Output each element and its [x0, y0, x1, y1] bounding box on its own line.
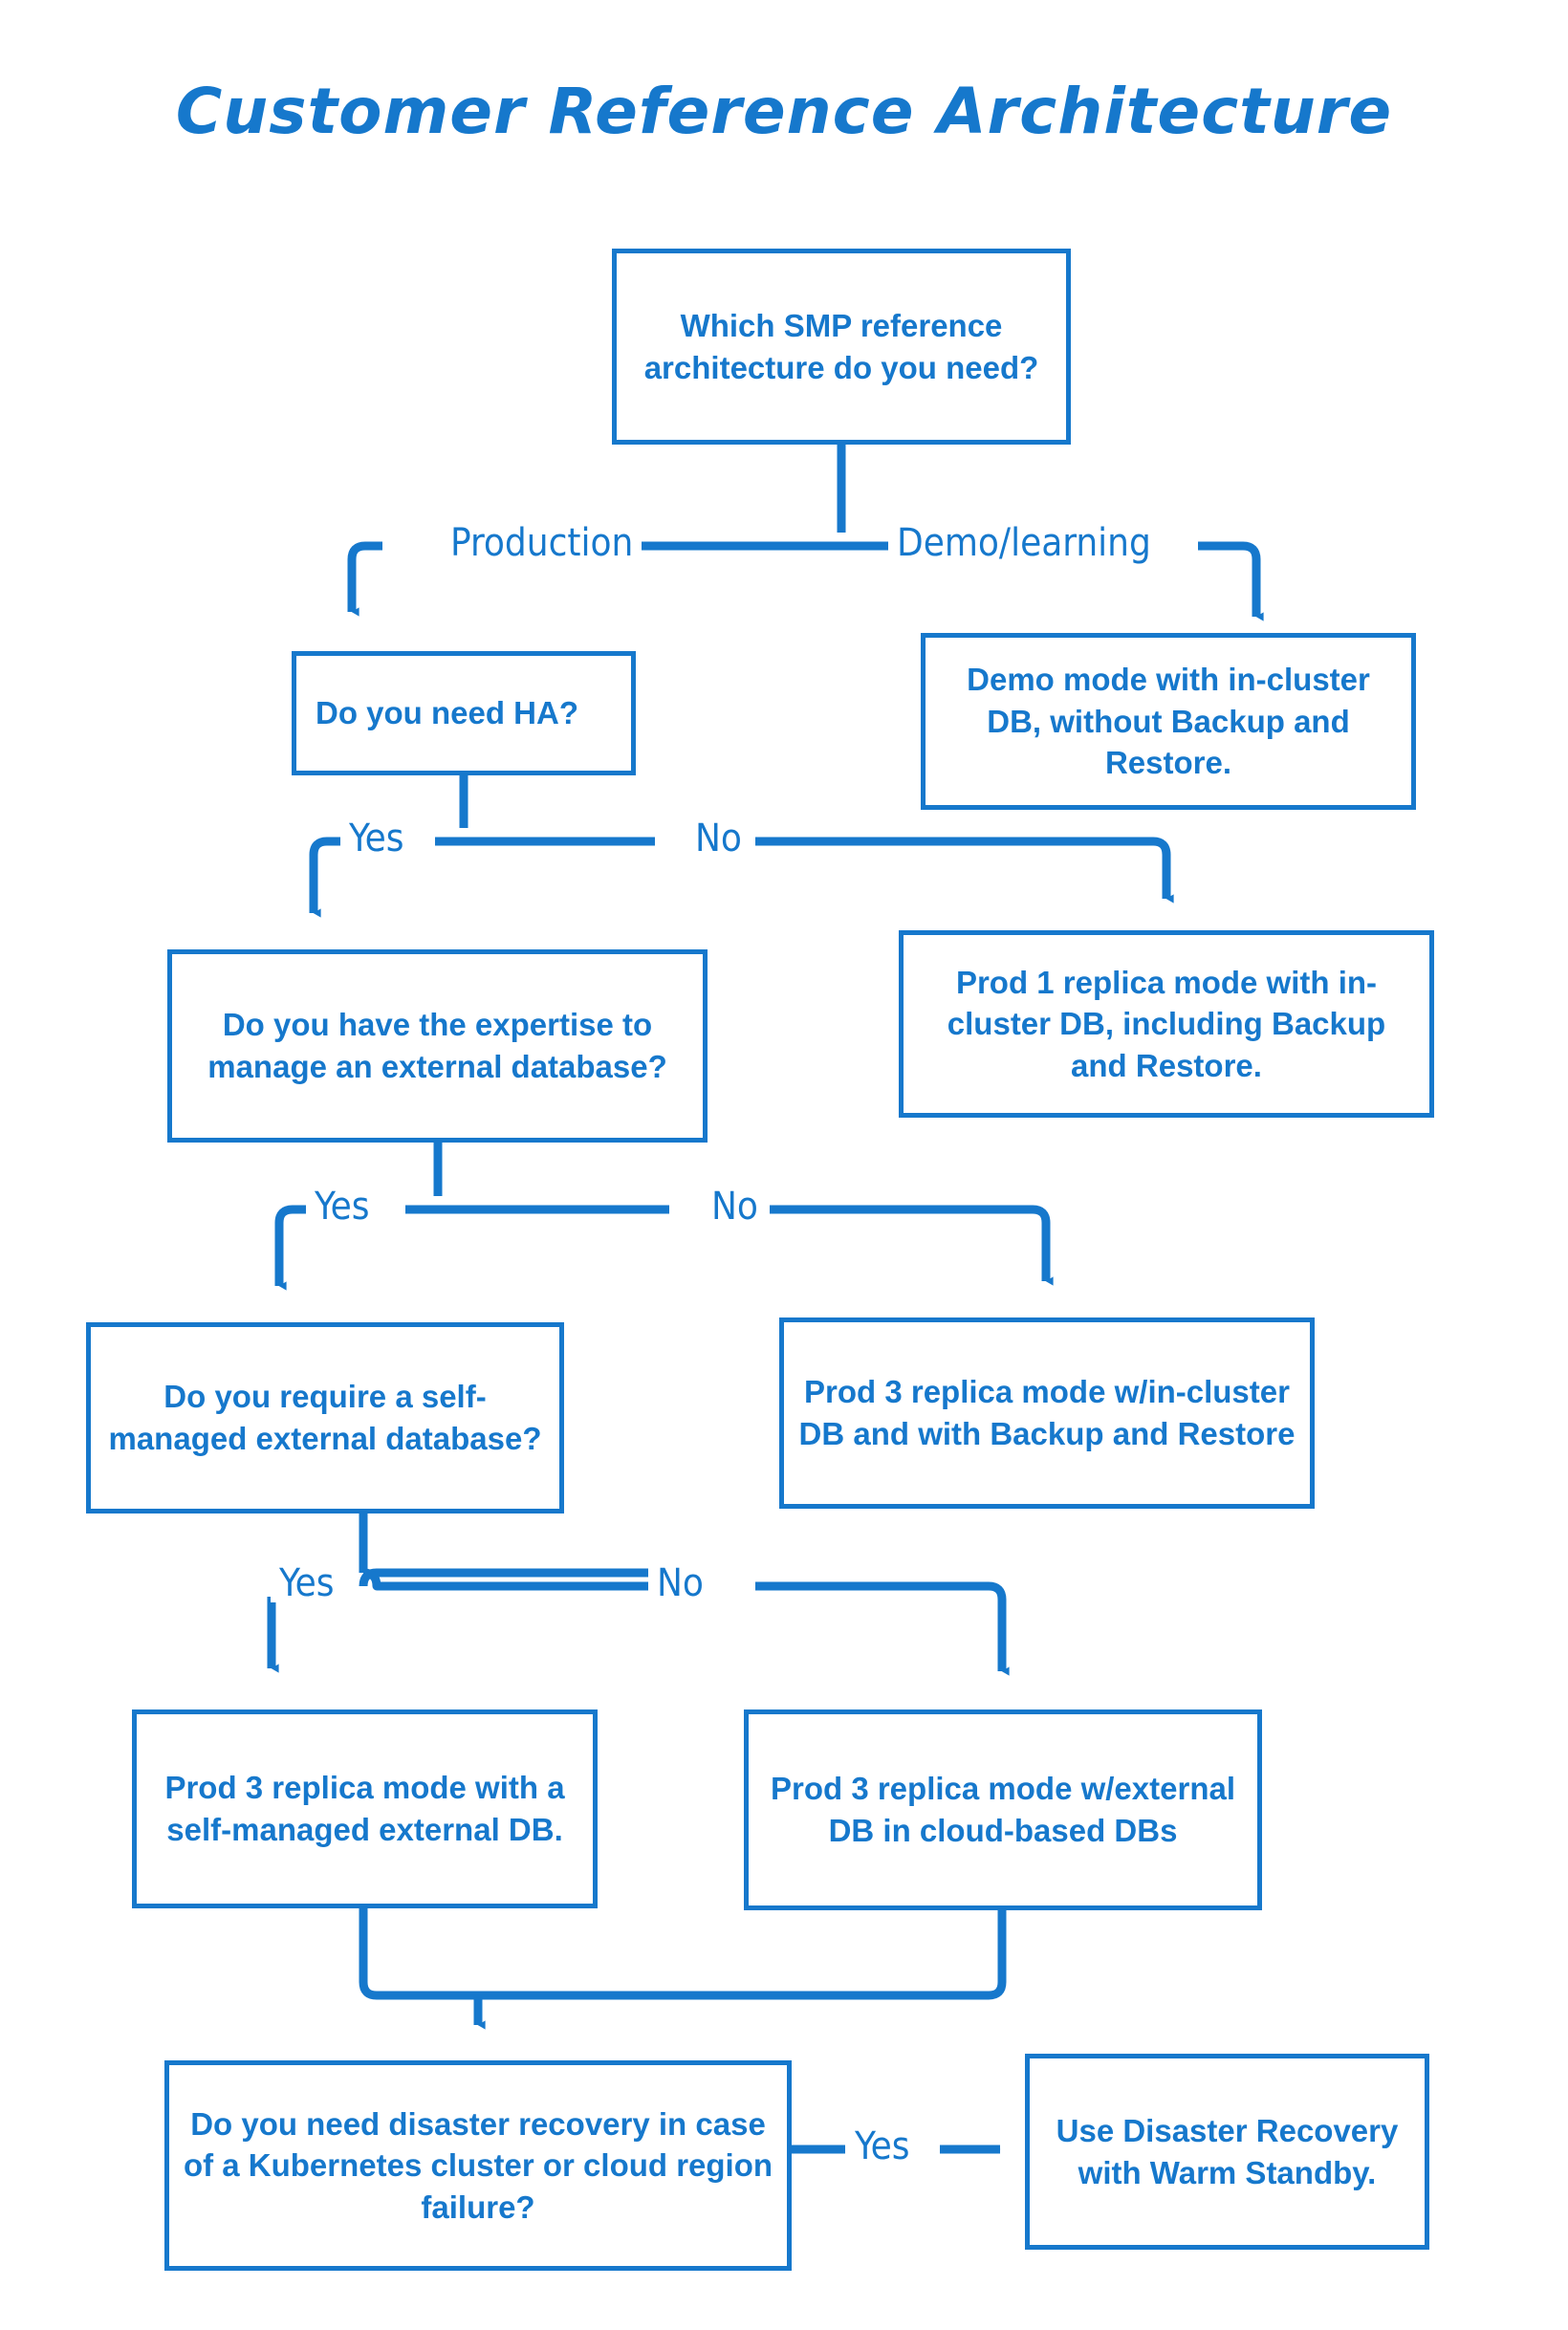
node-do-you-need-ha[interactable]: Do you need HA? — [292, 651, 636, 775]
node-use-disaster-recovery-warm-standby[interactable]: Use Disaster Recovery with Warm Standby. — [1025, 2054, 1429, 2250]
node-which-smp-reference-architecture[interactable]: Which SMP reference architecture do you … — [612, 249, 1071, 445]
node-prod-1-replica-mode[interactable]: Prod 1 replica mode with in-cluster DB, … — [899, 930, 1434, 1118]
node-prod-3-replica-in-cluster-db[interactable]: Prod 3 replica mode w/in-cluster DB and … — [779, 1317, 1315, 1509]
edge-label-expertise-yes: Yes — [306, 1187, 379, 1226]
edge-label-expertise-no: No — [703, 1187, 767, 1226]
connector-ha-no-right — [755, 837, 1174, 904]
connector-n6-right — [359, 1568, 650, 1587]
node-do-you-require-self-managed-external-db[interactable]: Do you require a self-managed external d… — [86, 1322, 564, 1513]
node-do-you-have-expertise-external-db[interactable]: Do you have the expertise to manage an e… — [167, 949, 708, 1143]
connector-selfmanaged-no-right — [755, 1581, 1010, 1676]
edge-label-ha-yes: Yes — [340, 819, 413, 858]
connector-demo-down — [1198, 541, 1264, 621]
edge-label-demo-learning: Demo/learning — [888, 524, 1160, 562]
node-prod-3-replica-external-db-cloud[interactable]: Prod 3 replica mode w/external DB in clo… — [744, 1709, 1262, 1910]
edge-label-selfmanaged-yes: Yes — [271, 1564, 343, 1602]
edge-label-ha-no: No — [686, 819, 751, 858]
node-demo-mode-in-cluster-db[interactable]: Demo mode with in-cluster DB, without Ba… — [921, 633, 1416, 810]
connector-production-down — [347, 541, 382, 617]
node-prod-3-replica-self-managed-external-db[interactable]: Prod 3 replica mode with a self-managed … — [132, 1709, 598, 1908]
page-title: Customer Reference Architecture — [175, 75, 1393, 148]
node-do-you-need-disaster-recovery[interactable]: Do you need disaster recovery in case of… — [164, 2060, 792, 2271]
connector-n6-bridge — [362, 1568, 650, 1591]
connector-n9-merge — [478, 1910, 1007, 2000]
edge-label-selfmanaged-no: No — [648, 1564, 712, 1602]
connector-expertise-no-right — [770, 1205, 1054, 1286]
edge-label-dr-yes: Yes — [846, 2127, 919, 2166]
connector-n8-merge — [359, 1907, 478, 2000]
edge-label-production: Production — [442, 524, 642, 562]
